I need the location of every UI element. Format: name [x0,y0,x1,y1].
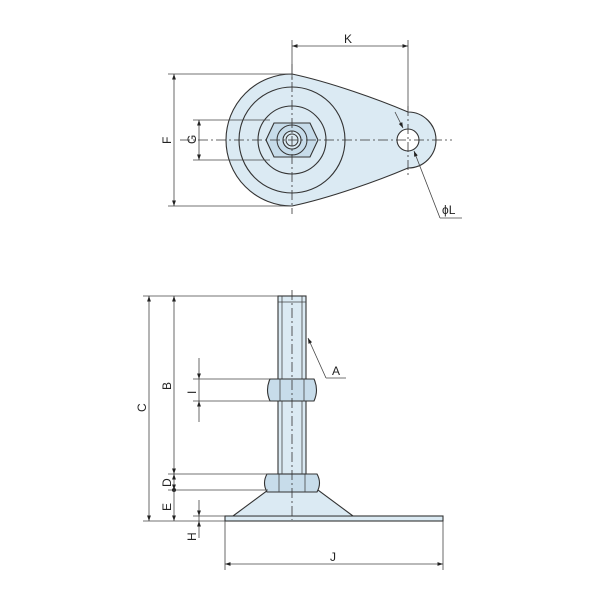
cone-pad [231,489,355,517]
dimension-label-e: E [160,503,174,511]
dimension-label-c: C [135,403,149,412]
side-view: C B I D E H J A [135,290,444,570]
dimension-label-f: F [160,137,174,144]
top-view: K F G ϕL [160,32,462,219]
dimension-label-a: A [332,364,340,378]
dimension-label-k: K [344,32,352,46]
dimension-label-j: J [330,550,336,564]
dimension-label-d: D [160,478,174,487]
dimension-label-h: H [185,532,199,541]
dimension-label-i: I [185,391,199,394]
base-plate-side [224,515,444,522]
dimension-label-g: G [185,135,199,144]
dimension-label-l: ϕL [442,203,456,217]
dimension-label-b: B [160,382,174,390]
